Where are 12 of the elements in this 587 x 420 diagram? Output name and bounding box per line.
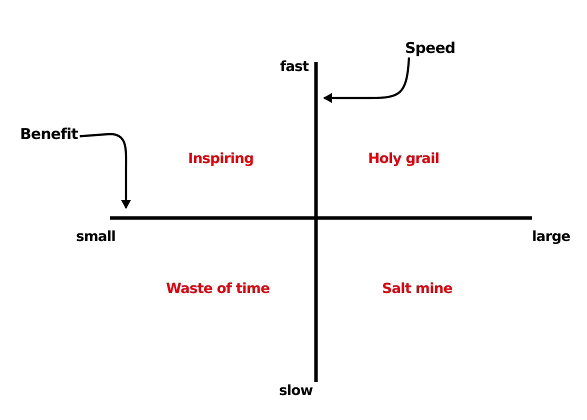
axis-label: slow	[279, 384, 313, 400]
quadrant-label: Holy grail	[368, 152, 440, 168]
leader-arrow	[323, 57, 410, 103]
quadrant-label: Inspiring	[188, 152, 254, 168]
annotation-text: Speed	[405, 40, 456, 56]
quadrant-label: Salt mine	[382, 282, 452, 298]
annotation-text: Benefit	[20, 126, 78, 142]
quadrant-label: Waste of time	[166, 282, 270, 298]
axis-label: large	[532, 230, 570, 246]
axis-label: fast	[280, 60, 309, 76]
leader-arrow	[80, 132, 131, 209]
axis-label: small	[76, 230, 116, 246]
